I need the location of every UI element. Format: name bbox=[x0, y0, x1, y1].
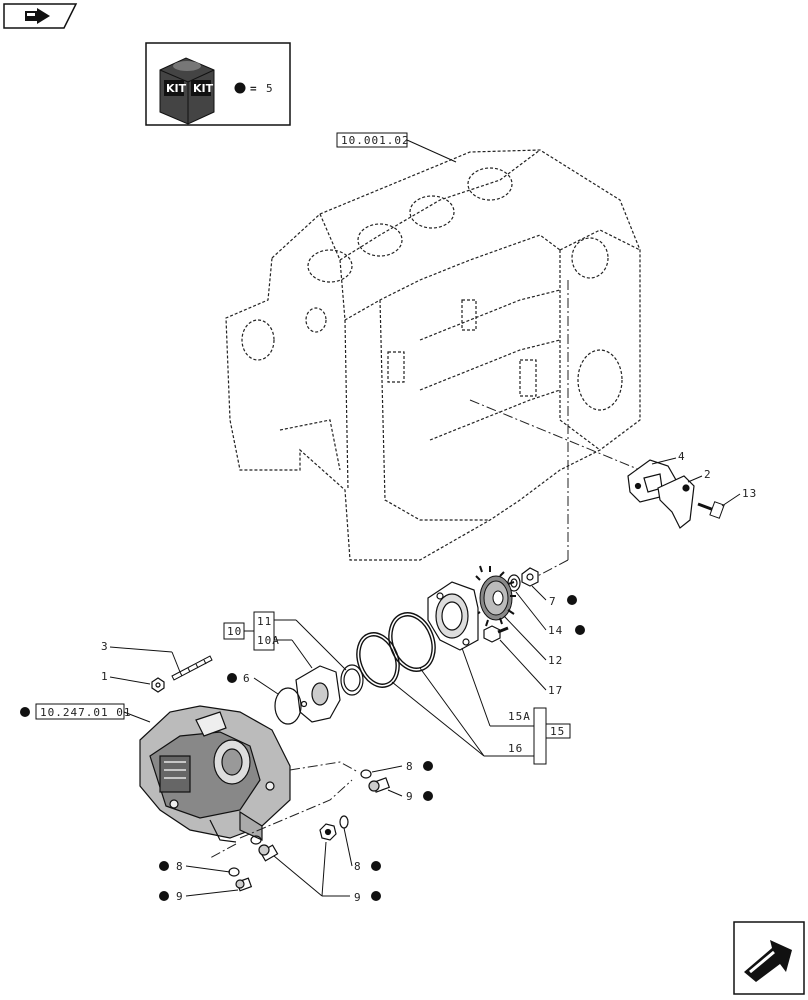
svg-text:15: 15 bbox=[550, 725, 565, 738]
callout-1[interactable]: 1 bbox=[101, 670, 151, 685]
svg-text:2: 2 bbox=[704, 468, 712, 481]
kit-bullet-icon bbox=[567, 595, 577, 605]
kit-label-left: KIT bbox=[166, 82, 187, 95]
next-page-icon bbox=[744, 940, 792, 982]
svg-text:9: 9 bbox=[406, 790, 414, 803]
kit-bullet-icon bbox=[227, 673, 237, 683]
kit-bullet-icon bbox=[575, 625, 585, 635]
callout-10[interactable]: 10 bbox=[223, 611, 275, 651]
flange-housing bbox=[427, 581, 479, 651]
callout-13[interactable]: 13 bbox=[721, 487, 757, 507]
bolt-17 bbox=[483, 625, 509, 643]
callout-9-right[interactable]: 9 bbox=[273, 841, 381, 904]
callout-8-left[interactable]: 8 bbox=[159, 860, 231, 873]
o-ring-8a bbox=[360, 769, 372, 779]
svg-text:17: 17 bbox=[548, 684, 563, 697]
kit-bullet-icon bbox=[234, 82, 246, 94]
plug-9c bbox=[319, 823, 337, 841]
kit-equals: = bbox=[250, 82, 258, 95]
seal-ring-11 bbox=[340, 664, 364, 696]
callout-9-upper[interactable]: 9 bbox=[387, 789, 433, 803]
banjo-fitting-9a bbox=[368, 777, 391, 793]
engine-block bbox=[225, 149, 641, 561]
callout-6[interactable]: 6 bbox=[227, 672, 279, 695]
kit-bullet-icon bbox=[371, 891, 381, 901]
svg-text:10: 10 bbox=[227, 625, 242, 638]
callout-12[interactable]: 12 bbox=[503, 615, 563, 667]
callout-11[interactable]: 11 bbox=[257, 615, 347, 671]
svg-text:15A: 15A bbox=[508, 710, 531, 723]
callout-10a[interactable]: 10A bbox=[257, 634, 313, 669]
nav-arrow-icon bbox=[25, 8, 50, 24]
kit-bullet-icon bbox=[159, 861, 169, 871]
callout-8-right[interactable]: 8 bbox=[343, 827, 381, 873]
bracket-plate bbox=[657, 475, 695, 529]
drive-gear-12 bbox=[473, 565, 516, 627]
kit-bullet-icon bbox=[423, 761, 433, 771]
svg-text:8: 8 bbox=[406, 760, 414, 773]
svg-text:11: 11 bbox=[257, 615, 272, 628]
kit-bullet-icon bbox=[371, 861, 381, 871]
callout-17[interactable]: 17 bbox=[499, 639, 563, 697]
svg-text:8: 8 bbox=[354, 860, 362, 873]
svg-text:14: 14 bbox=[548, 624, 563, 637]
svg-text:9: 9 bbox=[176, 890, 184, 903]
banjo-fitting-9b bbox=[235, 844, 279, 892]
nut-7 bbox=[521, 567, 539, 587]
nut-1 bbox=[151, 677, 165, 693]
kit-legend-box: KIT KIT = 5 bbox=[145, 42, 291, 126]
kit-bullet-icon bbox=[159, 891, 169, 901]
next-page-button[interactable] bbox=[733, 921, 805, 995]
pump-fitting-guides bbox=[209, 761, 359, 859]
svg-text:8: 8 bbox=[176, 860, 184, 873]
svg-text:10A: 10A bbox=[257, 634, 280, 647]
pump-reference-label: 10.247.01 01 bbox=[40, 706, 131, 719]
svg-text:13: 13 bbox=[742, 487, 757, 500]
callout-3[interactable]: 3 bbox=[101, 640, 181, 673]
svg-text:1: 1 bbox=[101, 670, 109, 683]
svg-text:7: 7 bbox=[549, 595, 557, 608]
block-reference-label: 10.001.02 bbox=[341, 134, 410, 147]
bolt-13 bbox=[697, 501, 725, 519]
svg-text:16: 16 bbox=[508, 742, 523, 755]
block-reference[interactable]: 10.001.02 bbox=[336, 132, 457, 163]
hub-10a bbox=[295, 665, 341, 723]
stud-3 bbox=[171, 655, 213, 681]
svg-text:9: 9 bbox=[354, 891, 362, 904]
o-ring-6 bbox=[274, 687, 302, 725]
callout-9-left[interactable]: 9 bbox=[159, 889, 239, 903]
pump-reference[interactable]: 10.247.01 01 bbox=[20, 703, 151, 723]
o-ring-medium bbox=[356, 632, 400, 688]
assembly-centerline bbox=[469, 280, 641, 581]
callout-15[interactable]: 15 bbox=[545, 723, 571, 739]
kit-bullet-icon bbox=[423, 791, 433, 801]
pump-reference-bullet-icon bbox=[20, 707, 30, 717]
callout-14[interactable]: 14 bbox=[515, 591, 585, 637]
o-ring-8c bbox=[339, 815, 349, 829]
svg-text:3: 3 bbox=[101, 640, 109, 653]
callout-4[interactable]: 4 bbox=[651, 450, 686, 465]
callout-8-upper[interactable]: 8 bbox=[371, 760, 433, 773]
kit-box-icon: KIT KIT bbox=[159, 57, 215, 125]
callout-2[interactable]: 2 bbox=[687, 468, 712, 483]
callout-7[interactable]: 7 bbox=[531, 585, 577, 608]
svg-text:4: 4 bbox=[678, 450, 686, 463]
svg-text:6: 6 bbox=[243, 672, 251, 685]
fuel-injection-pump bbox=[139, 705, 291, 843]
svg-text:12: 12 bbox=[548, 654, 563, 667]
kit-number: 5 bbox=[266, 82, 274, 95]
nav-back-button[interactable] bbox=[3, 3, 78, 29]
kit-label-right: KIT bbox=[193, 82, 214, 95]
callout-15a[interactable]: 15A bbox=[461, 647, 534, 727]
